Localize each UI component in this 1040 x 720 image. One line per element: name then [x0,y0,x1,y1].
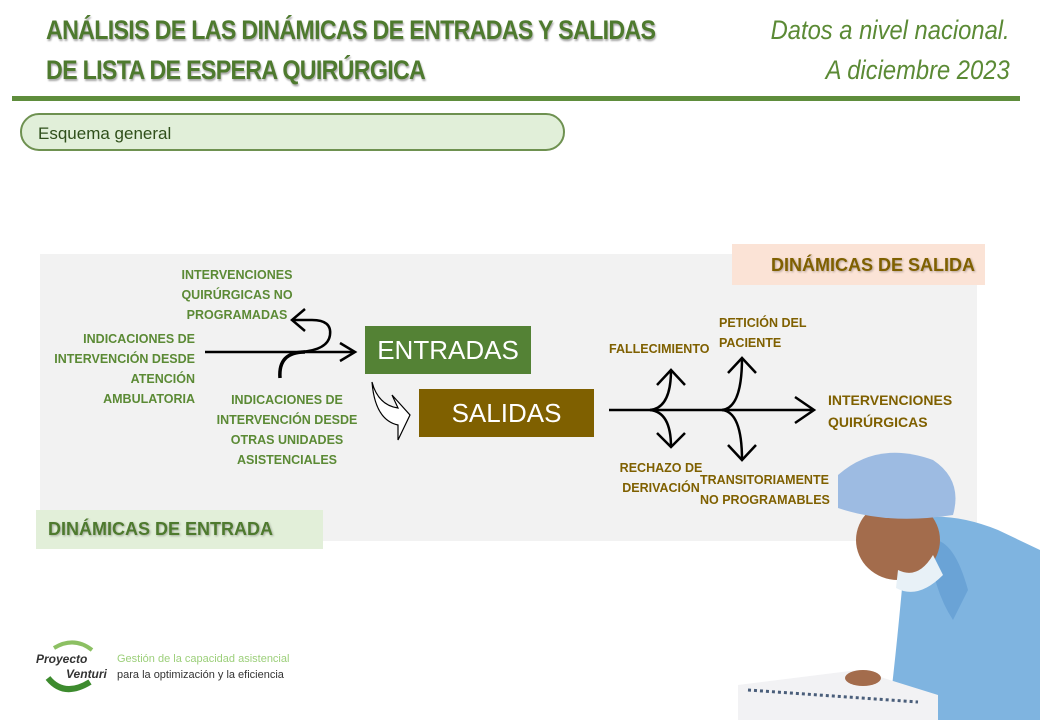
section-header: Esquema general [20,113,565,151]
output-label-peticion: PETICIÓN DEL PACIENTE [719,316,807,350]
salida-tag-label: DINÁMICAS DE SALIDA [770,255,975,275]
arrow-transitoriamente [721,408,744,461]
output-label-transitoriamente: TRANSITORIAMENTE NO PROGRAMABLES [700,473,830,507]
subtitle-line-1: Datos a nivel nacional. [770,15,1010,45]
subtitle-line-2: A diciembre 2023 [825,55,1010,85]
salida-tag: DINÁMICAS DE SALIDA [732,244,985,285]
arrow-otras-unidades [278,350,306,379]
page-title: ANÁLISIS DE LAS DINÁMICAS DE ENTRADAS Y … [46,10,656,90]
arrow-fallecimiento [649,369,673,412]
logo-text-2: Venturi [66,667,107,681]
title-line-2: DE LISTA DE ESPERA QUIRÚRGICA [46,55,426,85]
input-label-no-programadas: INTERVENCIONES QUIRÚRGICAS NO PROGRAMADA… [181,268,293,322]
page-subtitle: Datos a nivel nacional. A diciembre 2023 [771,10,1010,90]
output-label-intervenciones: INTERVENCIONES QUIRÚRGICAS [828,392,953,430]
arrow-no-programadas [292,318,332,354]
title-line-1: ANÁLISIS DE LAS DINÁMICAS DE ENTRADAS Y … [46,15,656,45]
proyecto-venturi-logo-icon [45,640,94,692]
input-label-otras-unidades: INDICACIONES DE INTERVENCIÓN DESDE OTRAS… [216,393,358,467]
footer-tagline-2: para la optimización y la eficiencia [117,669,284,681]
output-label-fallecimiento: FALLECIMIENTO [609,342,710,356]
header-divider [12,96,1020,101]
entradas-box: ENTRADAS [365,326,531,374]
footer-tagline-1: Gestión de la capacidad asistencial [117,653,290,665]
section-label: Esquema general [38,124,172,143]
salidas-box: SALIDAS [419,389,594,437]
logo-text-1: Proyecto [36,652,88,666]
arrow-peticion [721,357,744,412]
entrada-tag-label: DINÁMICAS DE ENTRADA [48,519,273,539]
input-label-ambulatoria: INDICACIONES DE INTERVENCIÓN DESDE ATENC… [54,332,195,406]
entradas-to-salidas-arrow [371,381,411,441]
output-label-rechazo: RECHAZO DE DERIVACIÓN [619,461,703,495]
surgeon-photo [738,452,1040,720]
arrow-rechazo [649,408,673,448]
entrada-tag: DINÁMICAS DE ENTRADA [36,510,323,549]
